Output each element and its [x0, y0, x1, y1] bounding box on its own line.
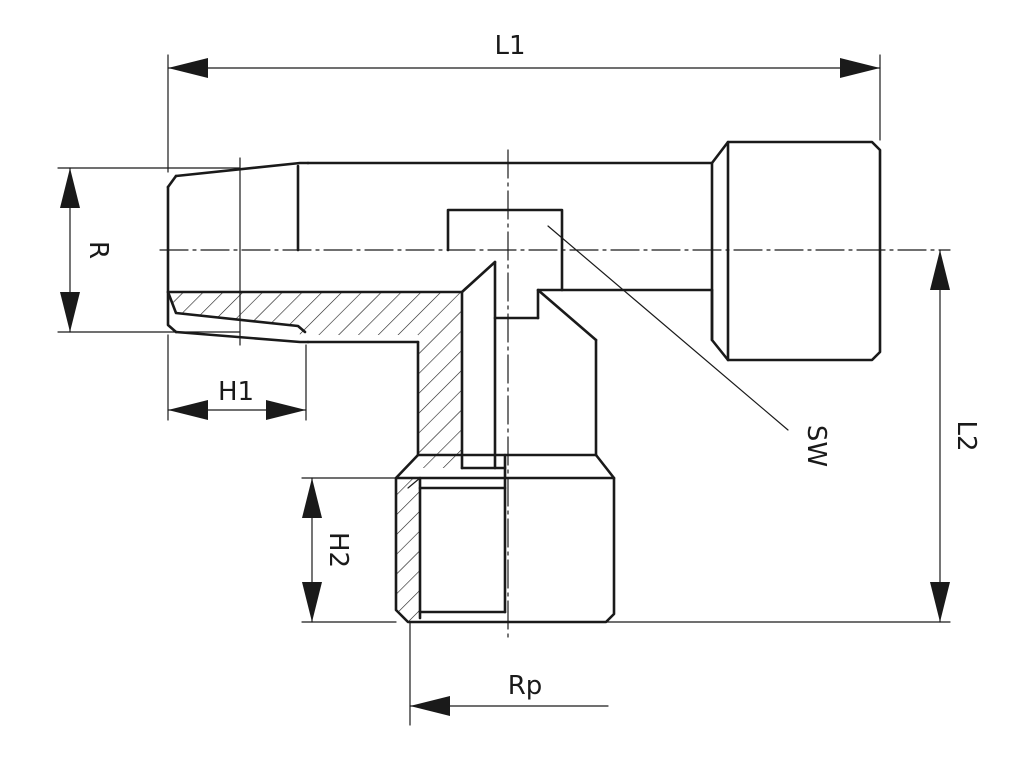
dimension-h2: H2: [301, 477, 397, 623]
label-sw: SW: [801, 425, 831, 467]
label-rp: Rp: [508, 671, 543, 701]
label-h1: H1: [218, 377, 254, 407]
dimension-l1: L1: [167, 31, 881, 173]
label-l1: L1: [494, 31, 525, 61]
dimension-rp: Rp: [409, 621, 609, 726]
fitting-body: [166, 140, 882, 624]
dimension-r: R: [57, 167, 241, 333]
label-h2: H2: [323, 532, 353, 568]
label-r: R: [83, 241, 113, 259]
dimension-l2: L2: [605, 249, 981, 623]
label-l2: L2: [951, 420, 981, 451]
center-lines: [159, 149, 951, 641]
section-hatching: [168, 262, 495, 622]
dimension-h1: H1: [167, 157, 307, 421]
dimension-sw: SW: [547, 225, 831, 467]
